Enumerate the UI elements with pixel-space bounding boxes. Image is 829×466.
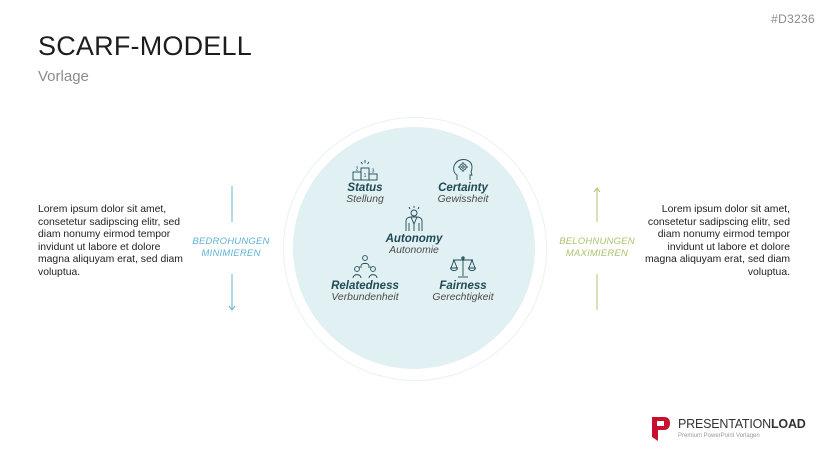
threat-label-line2: MINIMIEREN [201,248,261,259]
logo-text: PRESENTATIONLOAD [678,417,806,431]
fairness-title: Fairness [439,280,487,292]
right-text-block: Lorem ipsum dolor sit amet, consetetur s… [645,204,790,278]
left-text-block: Lorem ipsum dolor sit amet, consetetur s… [38,204,183,278]
presentationload-logo: PRESENTATIONLOAD Premium PowerPoint Vorl… [650,414,820,444]
autonomy-sub: Autonomie [389,245,439,256]
autonomy-title: Autonomy [385,233,443,245]
status-title: Status [347,182,383,194]
podium-icon: 1 2 3 [352,160,378,181]
status-sub: Stellung [346,194,384,205]
logo-tagline: Premium PowerPoint Vorlagen [678,433,760,439]
item-relatedness: Relatedness Verbundenheit [310,254,420,303]
head-gear-icon [453,159,473,180]
item-certainty: Certainty Gewissheit [408,156,518,205]
item-status: 1 2 3 Status Stellung [310,158,420,205]
svg-text:2: 2 [356,167,359,173]
slide-id: #D3236 [771,12,815,26]
svg-text:1: 1 [364,173,367,179]
scarf-circle [293,127,535,369]
logo-mark-icon [652,417,670,441]
people-network-icon [352,255,378,279]
threat-label-line1: BEDROHUNGEN [192,236,270,247]
item-autonomy: Autonomy Autonomie [359,205,469,256]
reward-arrow-icon [593,187,601,310]
logo-text-part2: LOAD [770,417,806,431]
relatedness-sub: Verbundenheit [331,292,399,303]
logo-text-part1: PRESENTATION [678,417,771,431]
certainty-title: Certainty [438,182,488,194]
reward-label: BELOHNUNGEN MAXIMIEREN [537,236,657,260]
relatedness-title: Relatedness [331,280,399,292]
scales-icon [449,256,477,278]
svg-text:3: 3 [372,169,375,175]
fairness-sub: Gerechtigkeit [432,292,494,303]
reward-label-line2: MAXIMIEREN [565,248,629,259]
item-fairness: Fairness Gerechtigkeit [408,254,518,303]
person-suit-icon [405,206,423,231]
page-subtitle: Vorlage [38,68,89,85]
page-title: SCARF-MODELL [38,31,252,61]
certainty-sub: Gewissheit [437,194,489,205]
threat-label: BEDROHUNGEN MINIMIEREN [171,236,291,260]
threat-arrow-icon [228,186,236,311]
reward-label-line1: BELOHNUNGEN [559,236,635,247]
